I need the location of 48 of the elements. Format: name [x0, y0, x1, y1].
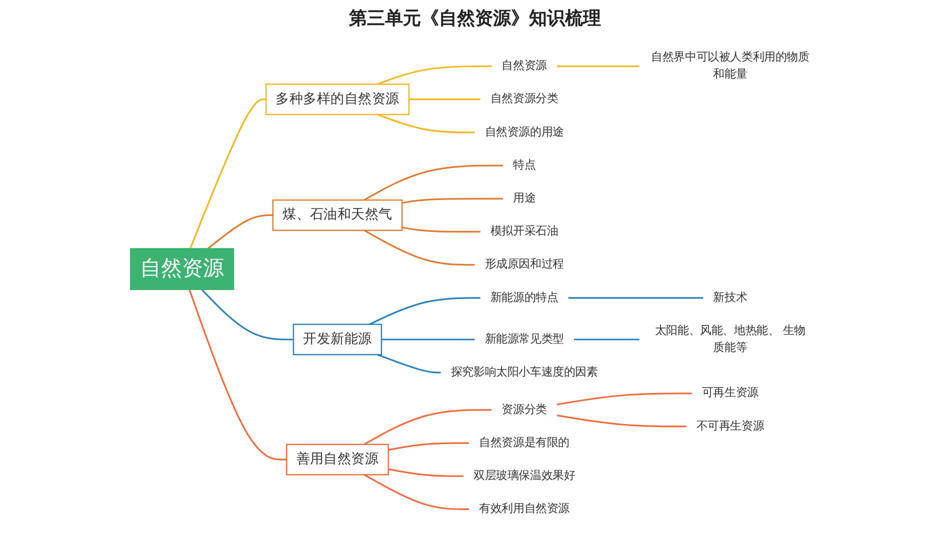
node-box: 开发新能源	[292, 324, 382, 356]
connector	[363, 409, 492, 446]
connector	[206, 214, 272, 250]
node-text: 模拟开采石油	[490, 224, 558, 238]
connector	[573, 338, 640, 340]
connector	[401, 198, 503, 204]
node-text: 新技术	[712, 291, 747, 304]
node-text: 新能源常见类型	[484, 332, 564, 346]
node-text: 太阳能、风能、地热能、 生物质能等	[654, 324, 805, 354]
node-text: 有效利用自然资源	[478, 502, 570, 516]
node-text: 自然资源的用途	[484, 126, 564, 138]
connector	[380, 338, 475, 340]
node-text: 双层玻璃保温效果好	[472, 469, 575, 482]
connector	[376, 114, 475, 134]
connector	[363, 164, 503, 201]
connector	[388, 468, 464, 477]
node-text: 不可再生资源	[696, 420, 764, 433]
node-box: 善用自然资源	[286, 444, 388, 476]
node-text: 特点	[512, 158, 536, 172]
connector	[556, 65, 640, 68]
connector	[376, 354, 441, 374]
node-text: 自然界中可以被人类利用的物质和能量	[650, 50, 809, 81]
connector	[376, 65, 492, 85]
node-text: 用途	[512, 192, 536, 205]
connector	[368, 297, 480, 326]
connector	[401, 226, 480, 233]
node-text: 自然资源	[501, 59, 546, 72]
connector	[200, 289, 293, 340]
node-text: 新能源的特点	[490, 291, 558, 304]
connector	[189, 98, 266, 249]
node-text: 自然资源分类	[490, 92, 558, 106]
connector	[388, 442, 469, 451]
connector	[556, 392, 692, 406]
connector	[363, 230, 475, 266]
node-box: 煤、石油和天然气	[272, 199, 402, 231]
node-text: 形成原因和过程	[484, 258, 564, 271]
node-text: 可再生资源	[701, 386, 758, 400]
node-text: 自然资源是有限的	[478, 436, 570, 450]
node-box: 多种多样的自然资源	[264, 84, 409, 116]
diagram-title: 第三单元《自然资源》知识梳理	[348, 7, 602, 30]
connector	[188, 289, 286, 460]
connector	[567, 297, 704, 299]
node-text: 探究影响太阳小车速度的因素	[450, 366, 598, 379]
connector	[556, 414, 686, 428]
node-box: 自然资源	[130, 248, 234, 290]
connector	[408, 98, 480, 100]
connector	[363, 474, 469, 510]
node-text: 资源分类	[501, 403, 546, 416]
